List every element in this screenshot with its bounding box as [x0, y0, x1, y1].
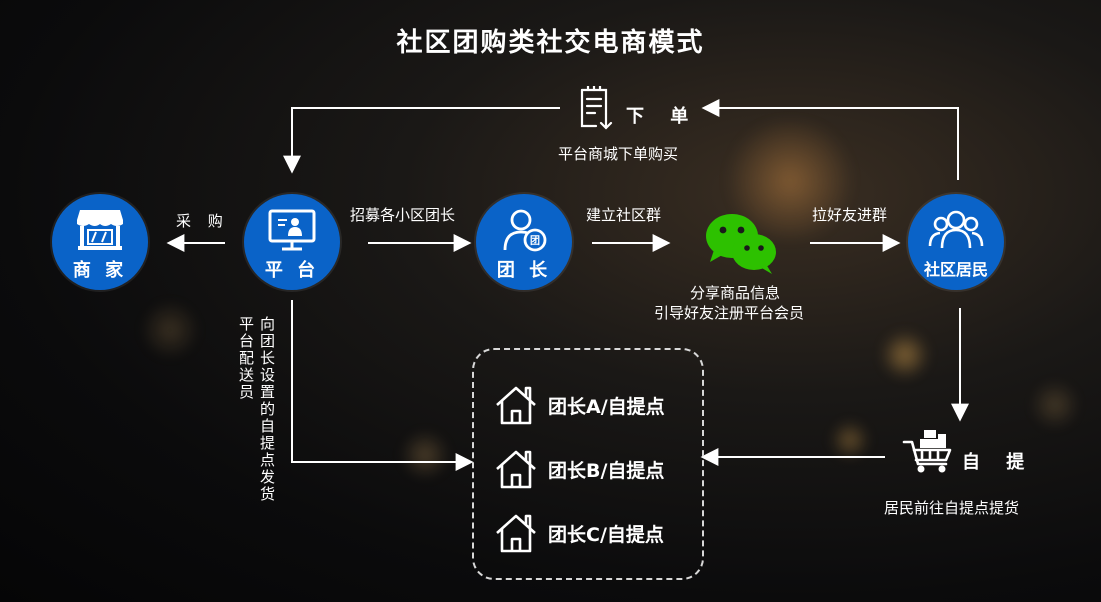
purchase-label: 采 购 — [176, 212, 229, 230]
leader-node: 团 团 长 — [476, 194, 572, 290]
pickup-point-label: 团长C/自提点 — [548, 523, 664, 546]
merchant-node: 商 家 — [52, 194, 148, 290]
arrow-resident-to-order — [701, 99, 959, 180]
leader-badge-icon: 团 — [503, 209, 547, 252]
share-label-line2: 引导好友注册平台会员 — [654, 304, 805, 322]
recruit-label: 招募各小区团长 — [350, 206, 456, 224]
pickup-sub-label: 居民前往自提点提货 — [884, 499, 1020, 517]
order-label: 下 单 — [626, 106, 699, 127]
pickup-point-label: 团长A/自提点 — [548, 395, 665, 418]
house-icon — [496, 514, 536, 553]
leader-label: 团 长 — [496, 260, 552, 281]
pickup-point-a: 团长A/自提点 — [494, 380, 665, 430]
monitor-teacher-icon — [268, 209, 316, 251]
pickup-label: 自 提 — [962, 452, 1035, 473]
build-group-label: 建立社区群 — [586, 206, 662, 224]
ship-label-col1: 平台配送员 — [238, 315, 254, 401]
merchant-label: 商 家 — [72, 260, 128, 281]
pickup-point-label: 团长B/自提点 — [548, 459, 665, 482]
house-icon — [496, 386, 536, 425]
arrow-ship — [291, 300, 474, 471]
shopping-cart-icon — [902, 428, 954, 474]
order-document-icon — [576, 84, 616, 132]
resident-node: 社区居民 — [908, 194, 1004, 290]
svg-text:团: 团 — [530, 235, 540, 247]
wechat-icon — [702, 210, 780, 276]
platform-label: 平 台 — [264, 260, 320, 281]
ship-label-col2: 向团长设置的自提点发货 — [259, 315, 275, 503]
platform-node: 平 台 — [244, 194, 340, 290]
pickup-points-box: 团长A/自提点 团长B/自提点 团长C/自提点 — [472, 348, 704, 580]
pickup-point-b: 团长B/自提点 — [494, 444, 664, 494]
share-label-line1: 分享商品信息 — [690, 284, 781, 302]
resident-label: 社区居民 — [923, 260, 988, 279]
diagram-title: 社区团购类社交电商模式 — [396, 28, 705, 58]
arrow-order-to-platform — [283, 107, 560, 174]
house-icon — [496, 450, 536, 489]
order-sub-label: 平台商城下单购买 — [558, 145, 679, 163]
group-people-icon — [928, 210, 984, 249]
pickup-point-c: 团长C/自提点 — [494, 508, 664, 558]
invite-label: 拉好友进群 — [812, 206, 888, 224]
shop-icon — [77, 210, 123, 250]
